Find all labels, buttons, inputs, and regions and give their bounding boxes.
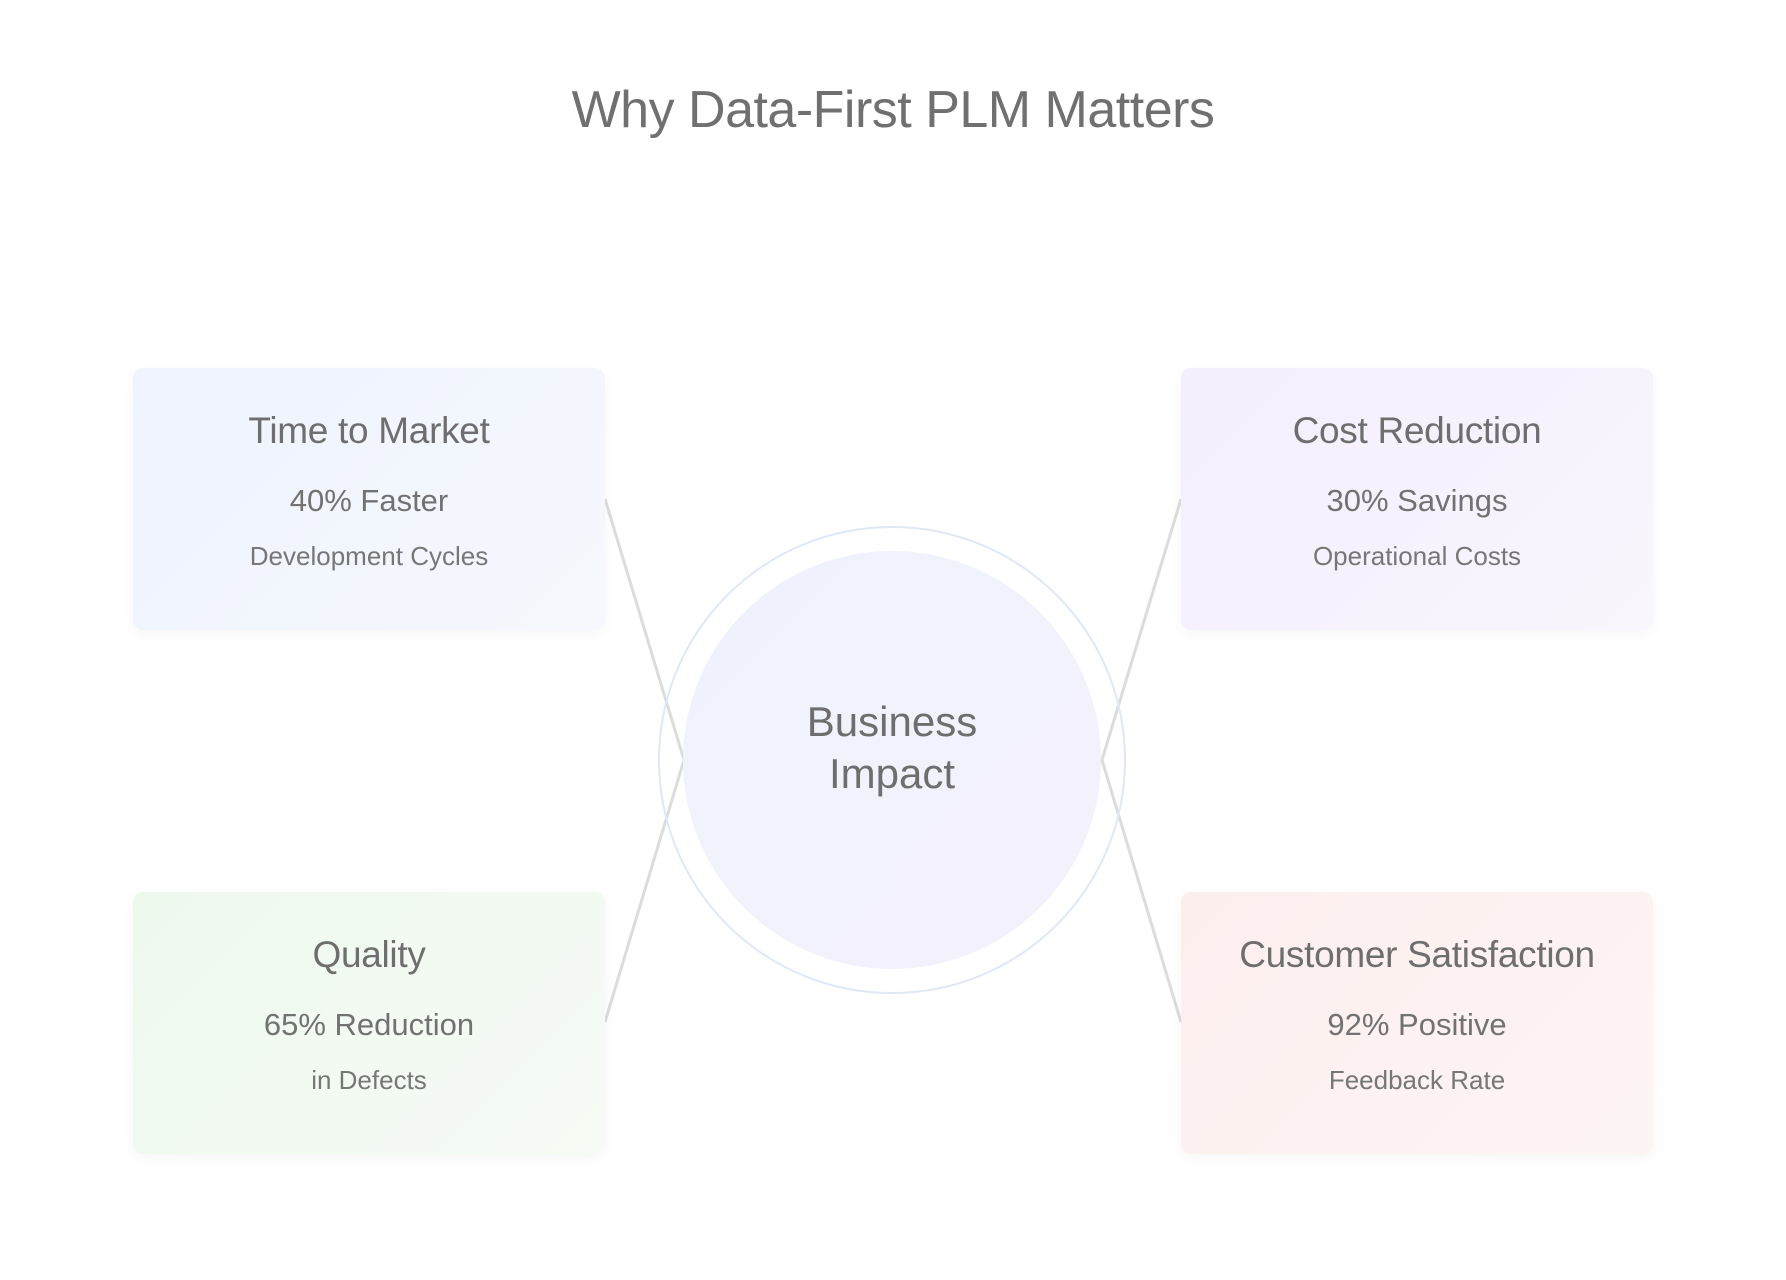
hub-label-line2: Impact [828, 750, 956, 797]
hub-outer-ring [658, 526, 1126, 994]
card-metric: 30% Savings [1326, 483, 1508, 518]
hub-label: Business Impact [683, 696, 1101, 800]
card-cost-reduction: Cost Reduction 30% Savings Operational C… [1181, 368, 1653, 630]
card-title: Time to Market [248, 410, 490, 451]
card-customer-satisfaction: Customer Satisfaction 92% Positive Feedb… [1181, 892, 1653, 1154]
card-metric: 92% Positive [1327, 1007, 1507, 1042]
card-title: Cost Reduction [1292, 410, 1542, 451]
card-quality: Quality 65% Reduction in Defects [133, 892, 605, 1154]
card-title: Quality [312, 934, 426, 975]
card-time-to-market: Time to Market 40% Faster Development Cy… [133, 368, 605, 630]
hub-label-line1: Business [806, 698, 978, 745]
card-detail: Operational Costs [1312, 541, 1522, 571]
page-title: Why Data-First PLM Matters [571, 81, 1215, 139]
card-detail: Feedback Rate [1328, 1065, 1506, 1095]
business-impact-hub [683, 551, 1101, 969]
card-detail: in Defects [311, 1065, 427, 1095]
card-title: Customer Satisfaction [1239, 934, 1595, 975]
card-metric: 65% Reduction [263, 1007, 475, 1042]
card-detail: Development Cycles [249, 541, 489, 571]
card-metric: 40% Faster [289, 483, 449, 518]
